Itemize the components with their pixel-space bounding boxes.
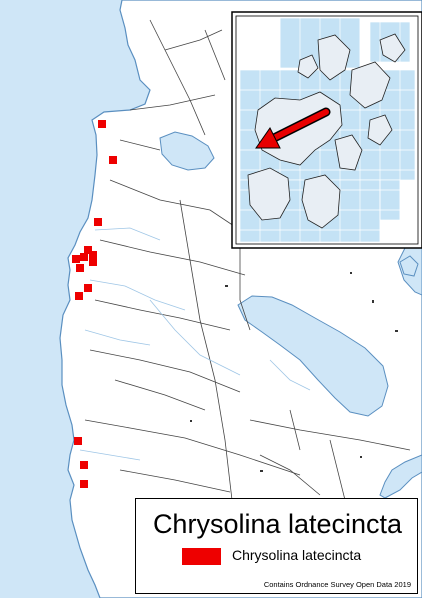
record-marker-13 — [80, 461, 88, 469]
loch-north — [159, 131, 215, 171]
record-marker-9 — [76, 264, 84, 272]
loch-east — [399, 255, 419, 277]
streams — [79, 227, 311, 461]
record-marker-11 — [75, 292, 83, 300]
record-marker-7 — [89, 251, 97, 259]
record-marker-8 — [89, 258, 97, 266]
record-marker-2 — [109, 156, 117, 164]
legend-swatch — [182, 548, 221, 565]
record-marker-10 — [84, 284, 92, 292]
inset-arrow — [255, 107, 331, 149]
os-data-credit: Contains Ordnance Survey Open Data 2019 — [263, 580, 411, 589]
south-east-bay — [379, 454, 422, 499]
record-marker-5 — [72, 255, 80, 263]
legend-title: Chrysolina latecincta — [152, 509, 403, 539]
record-marker-14 — [80, 480, 88, 488]
legend-label: Chrysolina latecincta — [232, 547, 362, 563]
legend: Chrysolina latecincta Chrysolina latecin… — [135, 498, 418, 594]
species-records — [72, 120, 117, 488]
roads — [84, 19, 411, 501]
record-marker-12 — [74, 437, 82, 445]
record-marker-3 — [94, 218, 102, 226]
record-marker-6 — [80, 253, 88, 261]
inset-map — [231, 11, 422, 249]
record-marker-4 — [84, 246, 92, 254]
record-marker-1 — [98, 120, 106, 128]
loch-large — [237, 295, 389, 417]
